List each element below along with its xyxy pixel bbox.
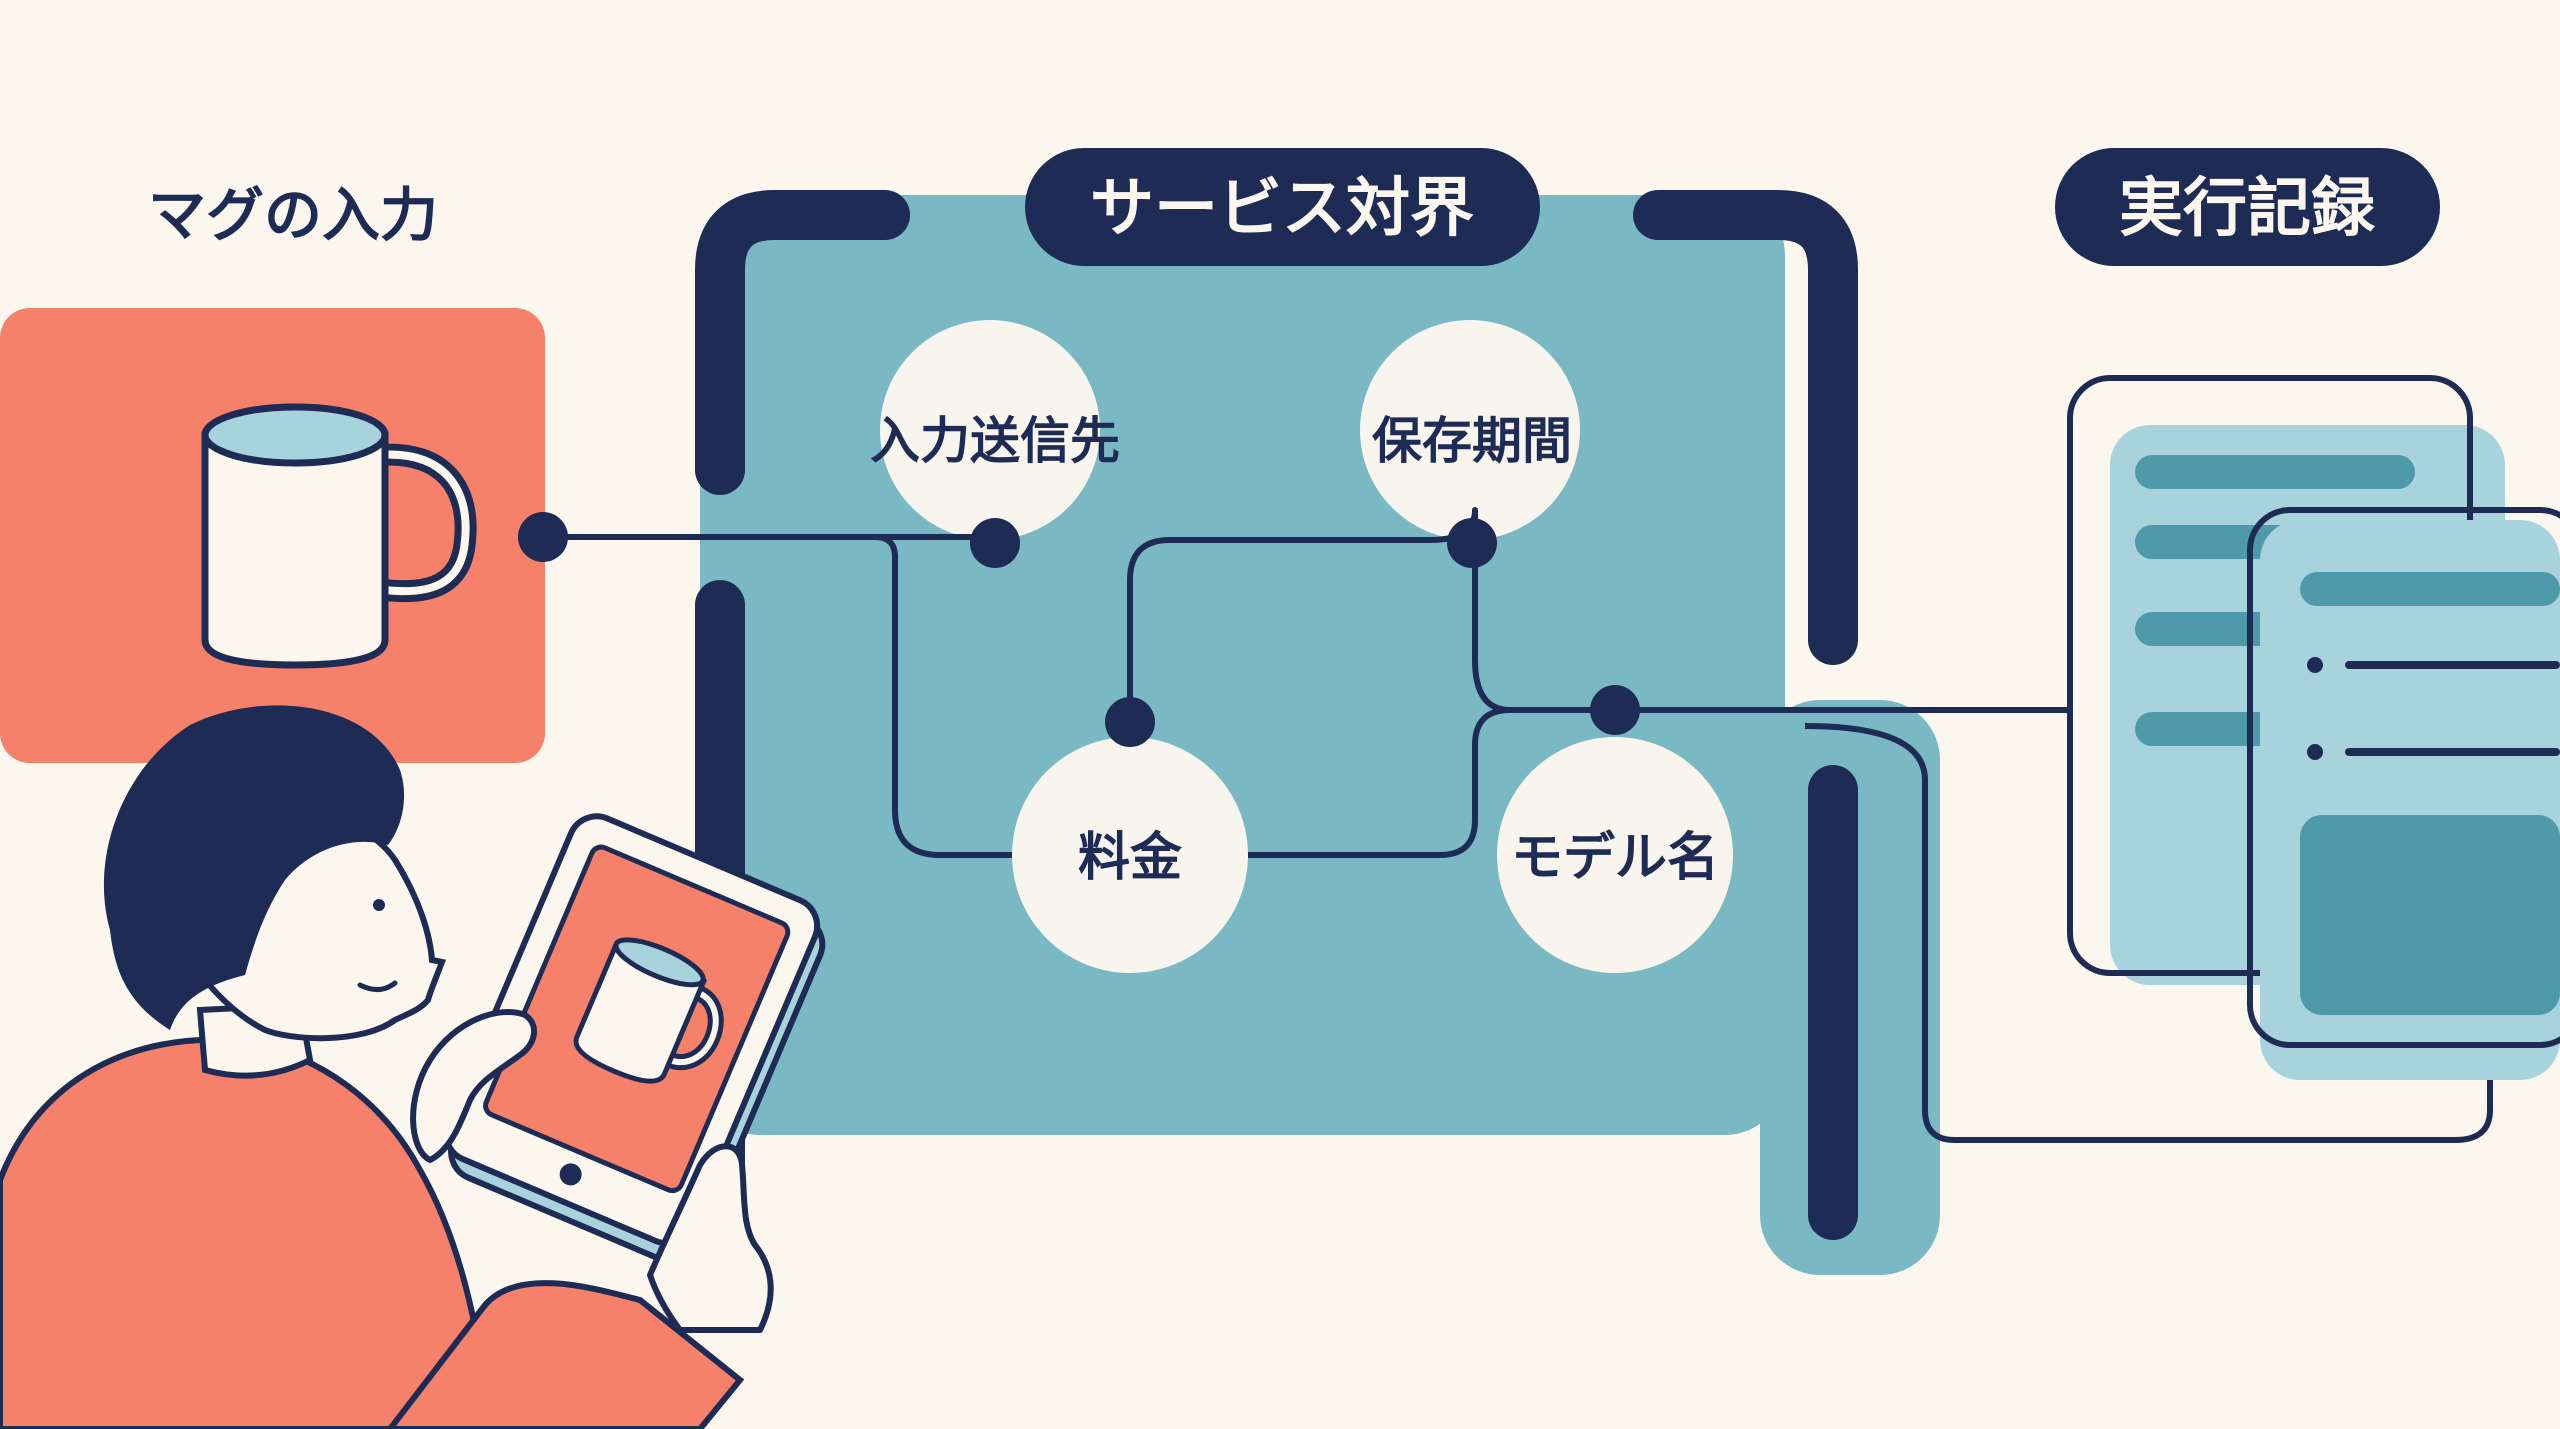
input-label: マグの入力 xyxy=(148,181,438,249)
node-retention-label: 保存期間 xyxy=(1372,412,1572,470)
dot-input xyxy=(518,512,568,562)
dot-destination xyxy=(970,518,1020,568)
left-hand xyxy=(410,1009,537,1163)
node-model xyxy=(1497,737,1733,973)
boundary-block xyxy=(700,195,1785,1135)
connector-dots xyxy=(518,512,1640,747)
person-arm xyxy=(386,1280,745,1429)
node-retention xyxy=(1360,320,1580,540)
person-smile xyxy=(357,980,398,992)
log-label-pill xyxy=(2055,148,2440,266)
tablet-mug-icon xyxy=(573,937,724,1084)
boundary-label: サービス対界 xyxy=(1090,172,1474,246)
log-label: 実行記録 xyxy=(2119,172,2376,246)
person-hands xyxy=(410,1009,774,1333)
dot-price xyxy=(1105,697,1155,747)
log-documents xyxy=(2067,375,2560,1080)
dot-retention xyxy=(1447,518,1497,568)
node-price xyxy=(1012,737,1248,973)
node-destination-label: 入力送信先 xyxy=(870,412,1120,470)
person-hair xyxy=(103,705,405,1030)
node-price-label: 料金 xyxy=(1078,828,1183,888)
dot-junction xyxy=(1590,685,1640,735)
boundary-label-pill xyxy=(1025,148,1540,266)
connector-lines xyxy=(545,507,2493,1143)
person-eye xyxy=(373,899,385,911)
person-illustration xyxy=(0,705,745,1429)
right-hand xyxy=(647,1143,774,1333)
node-destination xyxy=(880,320,1100,540)
mug-icon xyxy=(201,403,477,669)
node-model-label: モデル名 xyxy=(1511,828,1719,888)
person-body xyxy=(0,1036,494,1429)
